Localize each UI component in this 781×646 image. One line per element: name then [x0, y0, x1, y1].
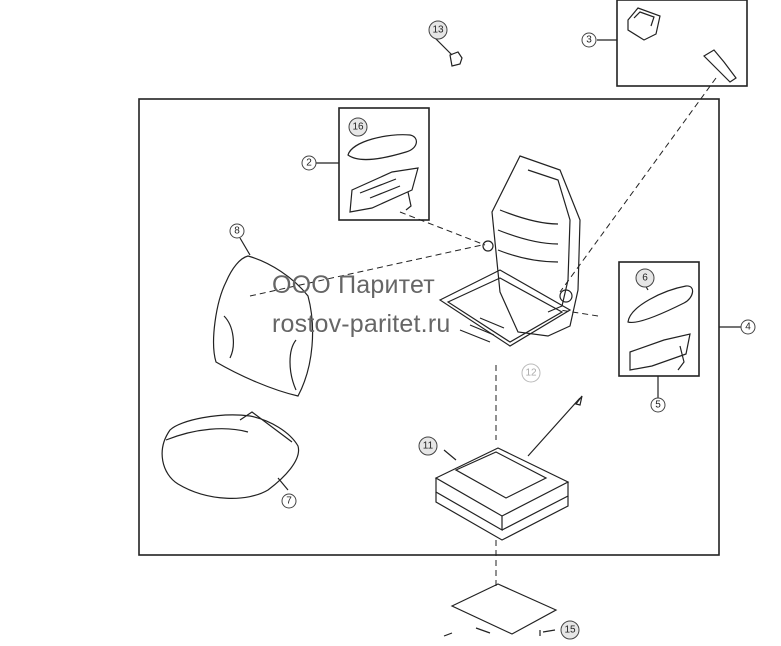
callout-12: 12 [525, 368, 537, 379]
callout-8: 8 [234, 226, 240, 237]
callout-2-bubble [301, 155, 317, 171]
callout-2: 2 [306, 158, 312, 169]
callout-5-bubble [650, 397, 666, 413]
dashed-leaders [249, 77, 717, 590]
callout-15-bubble [560, 620, 580, 640]
callout-12-bubble [521, 363, 541, 383]
part-11-suspension [434, 395, 583, 541]
callout-3-bubble [581, 32, 597, 48]
callout-7-bubble [281, 493, 297, 509]
part-4-armrest [629, 333, 691, 371]
seat-frame [438, 155, 581, 347]
part-16-armpad [347, 134, 417, 161]
callout-16: 16 [352, 122, 364, 133]
watermark-company: ООО Паритет [272, 271, 435, 299]
watermark-website: rostov-paritet.ru [272, 310, 451, 338]
mounting-plate [450, 583, 558, 635]
callout-8-bubble [229, 223, 245, 239]
part-7-seat-cushion [161, 414, 300, 499]
part-6-armpad [627, 285, 694, 324]
part-13-clip [449, 51, 463, 67]
inset-box-2 [338, 107, 430, 221]
callout-5: 5 [655, 400, 661, 411]
inset-box-4 [618, 261, 700, 377]
inset-box-3 [616, 0, 748, 87]
part-3-switch [627, 7, 661, 41]
callout-11: 11 [423, 441, 434, 452]
callout-6: 6 [642, 273, 648, 284]
callout-11-bubble [418, 436, 438, 456]
callout-7: 7 [286, 496, 292, 507]
callout-3: 3 [586, 35, 592, 46]
part-8-back-cushion [213, 255, 314, 397]
callout-13-bubble [428, 20, 448, 40]
callout-6-bubble [635, 268, 655, 288]
callout-4-bubble [740, 319, 756, 335]
callout-13: 13 [432, 25, 444, 36]
callout-16-bubble [348, 117, 368, 137]
callout-15: 15 [564, 625, 576, 636]
part-3-knob [703, 49, 737, 83]
callout-4: 4 [745, 322, 751, 333]
part-2-armrest [349, 167, 419, 213]
